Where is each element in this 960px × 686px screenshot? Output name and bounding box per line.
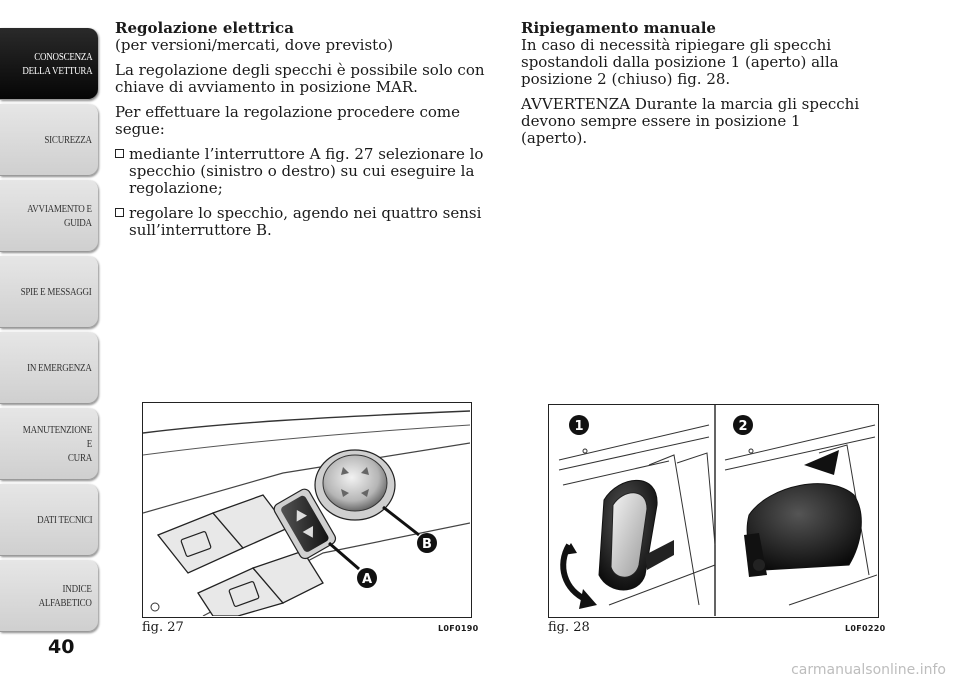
label-a-marker: A xyxy=(357,568,377,588)
checkbox-bullet-icon xyxy=(115,149,124,158)
tab-conoscenza-della-vettura[interactable]: CONOSCENZA DELLA VETTURA xyxy=(0,28,98,100)
tab-label: MANUTENZIONE E CURA xyxy=(22,424,93,464)
watermark: carmanualsonline.info xyxy=(791,662,946,678)
label-b-marker: B xyxy=(417,533,437,553)
list-item: regolare lo specchio, agendo nei quattro… xyxy=(115,205,485,239)
mirror-control-illustration: B A xyxy=(143,410,471,617)
label-2-marker: 2 xyxy=(733,415,753,435)
tab-dati-tecnici[interactable]: DATI TECNICI xyxy=(0,484,98,556)
page-number: 40 xyxy=(48,636,75,658)
list-item-text: regolare lo specchio, agendo nei quattro… xyxy=(129,204,482,239)
section-heading: Ripiegamento manuale xyxy=(521,19,716,37)
figure-27-mirror-switch: B A xyxy=(142,402,472,618)
paragraph: In caso di necessità ripiegare gli specc… xyxy=(521,36,839,88)
label-b: B xyxy=(422,537,432,552)
tab-label: SICUREZZA xyxy=(44,134,93,146)
list-item-text: mediante l’interruttore A fig. 27 selezi… xyxy=(129,145,484,197)
tab-label: CONOSCENZA DELLA VETTURA xyxy=(21,51,92,77)
paragraph: Per effettuare la regolazione procedere … xyxy=(115,103,460,138)
label-1-marker: 1 xyxy=(569,415,589,435)
list-item: mediante l’interruttore A fig. 27 selezi… xyxy=(115,146,485,197)
section-subheading: (per versioni/mercati, dove previsto) xyxy=(115,36,394,54)
tab-indice-alfabetico[interactable]: INDICE ALFABETICO xyxy=(0,560,98,632)
paragraph: La regolazione degli specchi è possibile… xyxy=(115,61,485,96)
chapter-sidebar: CONOSCENZA DELLA VETTURA SICUREZZA AVVIA… xyxy=(0,0,100,686)
figure-28-caption: fig. 28 xyxy=(548,620,590,635)
paragraph: AVVERTENZA Durante la marcia gli specchi… xyxy=(521,95,860,147)
label-2: 2 xyxy=(738,419,747,434)
tab-label: IN EMERGENZA xyxy=(27,362,93,374)
mirror-fold-illustration: 1 2 xyxy=(558,405,878,616)
tab-label: AVVIAMENTO E GUIDA xyxy=(27,203,92,229)
section-heading: Regolazione elettrica xyxy=(115,19,294,37)
tab-avviamento-e-guida[interactable]: AVVIAMENTO E GUIDA xyxy=(0,180,98,252)
figure-28-code: L0F0220 xyxy=(845,624,886,633)
right-text-column: Ripiegamento manuale In caso di necessit… xyxy=(521,20,871,155)
tab-label: SPIE E MESSAGGI xyxy=(21,286,92,298)
tab-spie-e-messaggi[interactable]: SPIE E MESSAGGI xyxy=(0,256,98,328)
tab-in-emergenza[interactable]: IN EMERGENZA xyxy=(0,332,98,404)
figure-28-mirror-fold: 1 2 xyxy=(548,404,879,618)
tab-sicurezza[interactable]: SICUREZZA xyxy=(0,104,98,176)
label-1: 1 xyxy=(574,419,583,434)
tab-manutenzione-e-cura[interactable]: MANUTENZIONE E CURA xyxy=(0,408,98,480)
tab-label: INDICE ALFABETICO xyxy=(38,583,92,609)
label-a: A xyxy=(362,572,372,587)
figure-27-code: L0F0190 xyxy=(438,624,479,633)
figure-27-caption: fig. 27 xyxy=(142,620,184,635)
tab-label: DATI TECNICI xyxy=(36,514,93,526)
checkbox-bullet-icon xyxy=(115,208,124,217)
left-text-column: Regolazione elettrica (per versioni/merc… xyxy=(115,20,485,247)
